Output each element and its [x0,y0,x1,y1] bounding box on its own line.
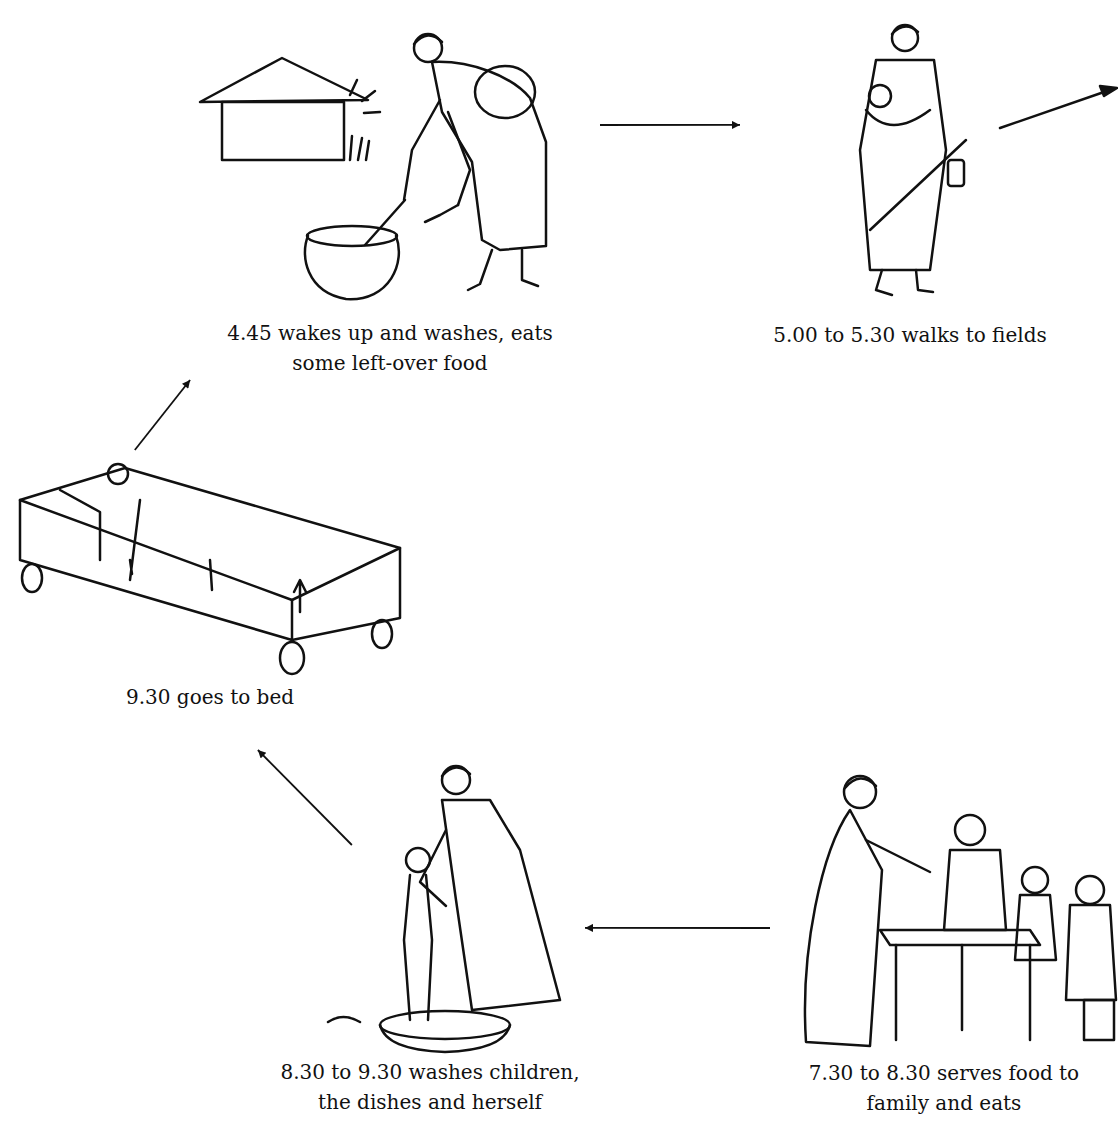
sleeper-head [108,464,128,484]
activity-caption: 7.30 to 8.30 serves food to family and e… [794,1058,1094,1118]
outgoing-arrow [1000,92,1104,128]
activity-caption: 8.30 to 9.30 washes children, the dishes… [270,1057,590,1117]
woman-cooking [305,34,546,299]
activity-caption: 9.30 goes to bed [0,682,420,712]
flow-arrow [135,380,190,450]
table-legs [896,945,1030,1040]
small-arrow [294,580,306,612]
bed-leg [280,642,304,674]
dress [860,60,946,270]
child-head [406,848,430,872]
head [442,766,470,794]
baby-wrap [866,110,930,125]
woman-walking [860,25,966,295]
dress [442,800,560,1010]
illustration-panel: 5.00 to 5.30 walks to fields [740,0,1080,360]
arm [448,112,470,205]
head [892,25,918,51]
hut-drawing [200,58,380,160]
illustration-panel: 9.30 goes to bed [0,450,420,750]
head [414,34,442,62]
illustration-panel: 7.30 to 8.30 serves food to family and e… [770,760,1118,1130]
child-body [1015,895,1056,960]
bed-side [292,548,400,640]
hoe [870,140,966,230]
pot [305,236,399,299]
child-head [1076,876,1104,904]
bed-drawing [20,464,400,674]
stool [1084,1000,1114,1040]
activity-caption: 5.00 to 5.30 walks to fields [740,320,1080,350]
arrow-head [1100,86,1117,96]
pot-rim [307,226,397,246]
arm [866,840,930,872]
dress [805,810,882,1046]
flow-arrow [600,124,740,126]
illustration-panel: 8.30 to 9.30 washes children, the dishes… [275,845,585,1125]
baby-head [869,85,891,107]
stirring-stick [365,200,405,245]
head [844,776,876,808]
legs [468,250,538,290]
illustration-panel: 4.45 wakes up and washes, eats some left… [180,0,600,380]
family-meal [805,776,1116,1046]
caption-block: 7.30 to 8.30 serves food to family and e… [794,1058,1094,1118]
feet [876,270,933,295]
sun-rays [350,80,380,160]
bed-leg [372,620,392,648]
spoon [425,205,458,222]
caption-block: 9.30 goes to bed [0,682,420,712]
arm [420,830,446,906]
basin-rim [380,1011,510,1039]
woman-washing-child [328,766,560,1052]
basin [380,1025,510,1052]
bottle [948,160,964,186]
caption-block: 5.00 to 5.30 walks to fields [740,320,1080,350]
hut-wall [222,102,344,160]
blanket-folds [60,490,212,590]
dress [432,62,546,250]
headscarf [442,767,470,776]
bed-leg [22,564,42,592]
water-puddle [328,1017,360,1022]
child-head [1022,867,1048,893]
flow-arrow [258,750,352,845]
bed-front [20,500,292,640]
mattress [20,468,400,600]
caption-block: 8.30 to 9.30 washes children, the dishes… [270,1057,590,1117]
arm [404,100,440,200]
headscarf [892,26,918,34]
child-body [1066,905,1116,1000]
headscarf [414,35,442,44]
flow-arrow [585,927,770,929]
caption-block: 4.45 wakes up and washes, eats some left… [215,318,565,378]
headscarf [845,778,876,788]
activity-caption: 4.45 wakes up and washes, eats some left… [215,318,565,378]
man-body [944,850,1006,930]
man-head [955,815,985,845]
child-body [404,875,432,1020]
hut-roof [200,58,368,102]
